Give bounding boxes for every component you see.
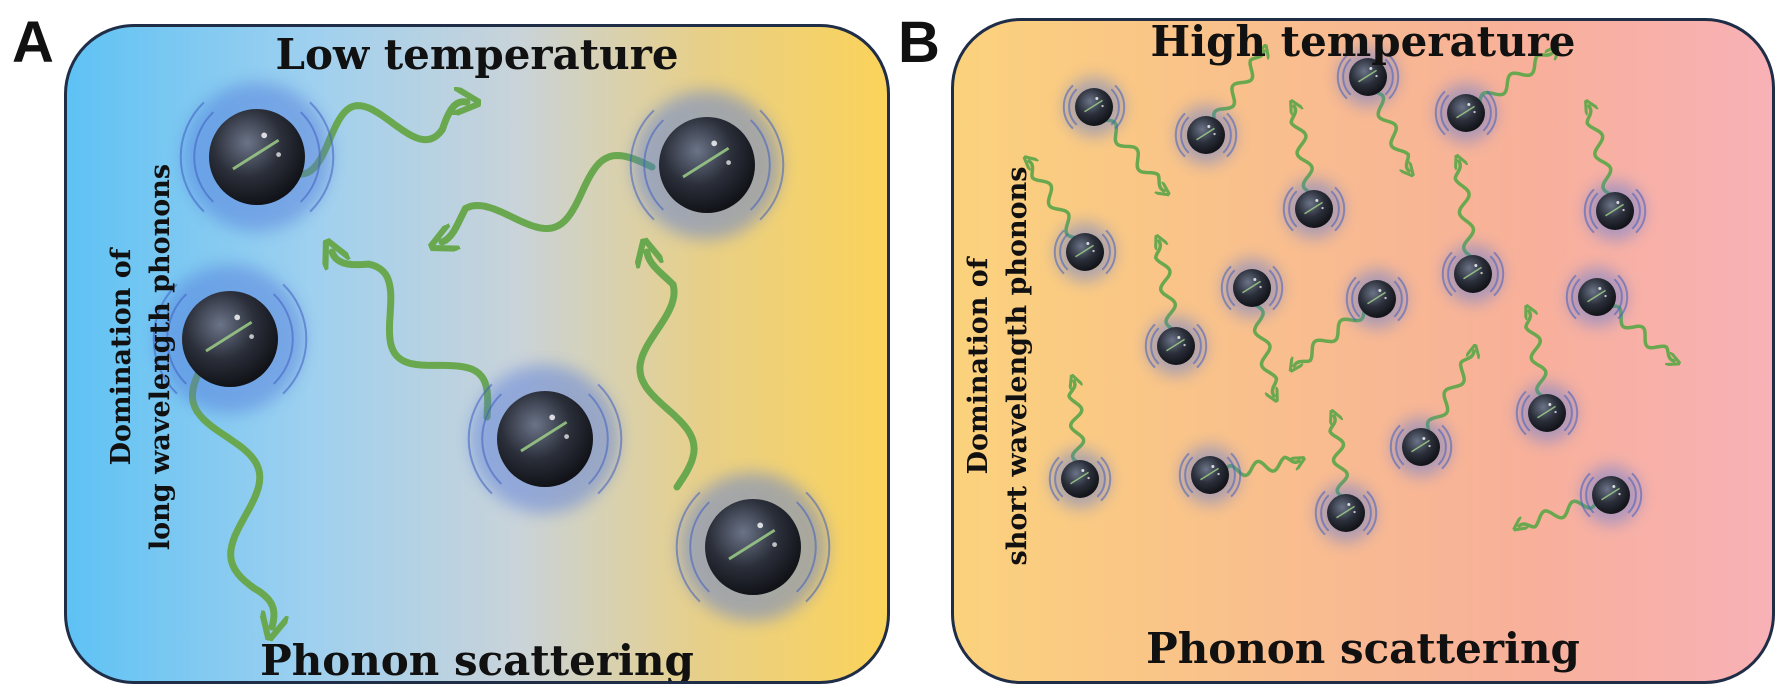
panel-a-side-label-line2: long wavelength phonons (145, 163, 177, 551)
panel-b-side-label-line2: short wavelength phonons (1002, 166, 1034, 566)
atom (1220, 258, 1284, 318)
atom (1389, 417, 1453, 477)
atom (1062, 77, 1126, 137)
atom (1048, 449, 1112, 509)
atom (1579, 465, 1643, 525)
panel-b-illustration (954, 21, 1775, 543)
phonon-arrow (189, 353, 274, 627)
panel-b-title-top: High temperature (1150, 18, 1576, 66)
panel-a-side-label-line1: Domination of (106, 248, 137, 466)
panel-letter-a: A (12, 10, 54, 75)
atom (1434, 83, 1498, 143)
atom (1282, 179, 1346, 239)
atom (1515, 383, 1579, 443)
phonon-arrow (442, 152, 656, 243)
atom (1144, 316, 1208, 376)
panel-high-temperature: High temperature Phonon scattering Domin… (951, 18, 1775, 684)
panel-low-temperature: Low temperature Phonon scattering Domina… (64, 24, 890, 684)
phonon-arrow (640, 252, 698, 491)
atom (1314, 483, 1378, 543)
atom (675, 472, 831, 622)
atom (152, 264, 308, 414)
panel-b-title-bottom: Phonon scattering (1146, 624, 1580, 673)
panel-a-illustration (152, 82, 831, 684)
atom (629, 90, 785, 240)
atom (1583, 181, 1647, 241)
panel-b-side-label-line1: Domination of (963, 257, 994, 475)
phonon-arrow (332, 252, 492, 421)
panel-a-title-top: Low temperature (275, 30, 679, 79)
atom (467, 364, 623, 514)
panel-a-title-bottom: Phonon scattering (260, 636, 694, 684)
atom (1178, 445, 1242, 505)
panel-a-side-label: Domination of long wavelength phonons (102, 107, 192, 607)
atom (1174, 105, 1238, 165)
atom (1441, 244, 1505, 304)
atom (1053, 222, 1117, 282)
panel-letter-b: B (898, 10, 940, 75)
atom (1565, 267, 1629, 327)
atom (1345, 269, 1409, 329)
atom (1336, 47, 1400, 107)
panel-b-side-label: Domination of short wavelength phonons (959, 116, 1049, 616)
atom (179, 82, 335, 232)
